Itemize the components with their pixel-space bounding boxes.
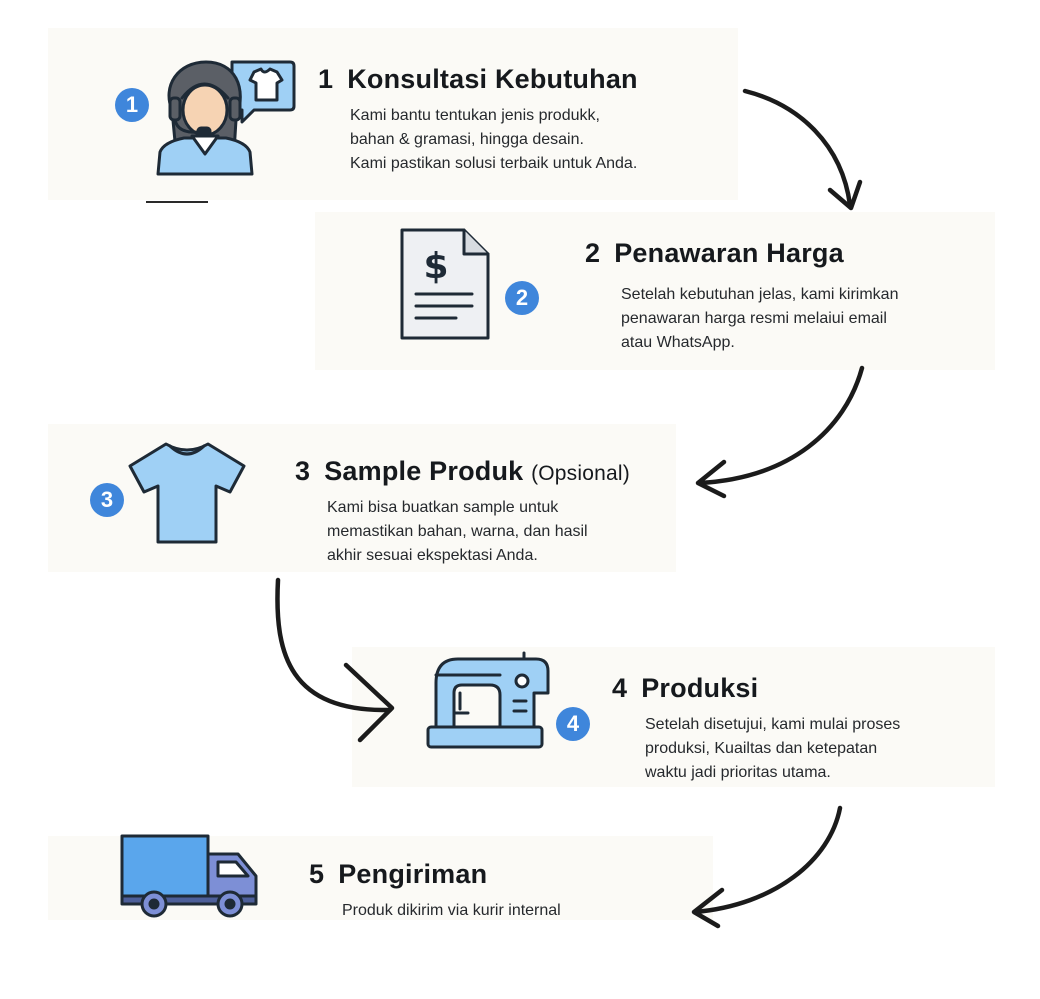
step-3-title: 3 Sample Produk (Opsional)	[295, 456, 630, 487]
step-4-badge: 4	[556, 707, 590, 741]
step-1-description-line-2: bahan & gramasi, hingga desain.	[350, 131, 584, 148]
step-3-title-note: (Opsional)	[531, 462, 630, 485]
divider	[146, 201, 208, 203]
step-2-description-line-2: penawaran harga resmi melaiui email	[621, 310, 887, 327]
svg-text:$: $	[423, 246, 448, 287]
arrowhead-1-to-2	[827, 179, 863, 211]
step-1-number: 1	[318, 64, 334, 94]
step-3-number: 3	[295, 456, 311, 486]
t-shirt-icon	[126, 438, 248, 551]
step-4-description-line-3: waktu jadi prioritas utama.	[645, 764, 831, 781]
step-4-title-text: Produksi	[641, 673, 759, 703]
step-4-description-line-1: Setelah disetujui, kami mulai proses	[645, 716, 901, 733]
arrowhead-2-to-3	[695, 459, 727, 499]
step-2-description-line-3: atau WhatsApp.	[621, 334, 735, 351]
arrow-2-to-3	[697, 365, 865, 486]
step-1-description-line-3: Kami pastikan solusi terbaik untuk Anda.	[350, 155, 638, 172]
sewing-machine-icon	[426, 649, 552, 756]
step-2-number: 2	[585, 238, 601, 268]
step-1-title: 1 Konsultasi Kebutuhan	[318, 64, 638, 95]
arrow-3-to-4	[275, 577, 393, 713]
step-5-description-line-1: Produk dikirim via kurir internal	[342, 902, 561, 919]
step-2-description: Setelah kebutuhan jelas, kami kirimkan p…	[621, 283, 898, 355]
step-3-description-line-1: Kami bisa buatkan sample untuk	[327, 499, 559, 516]
step-3-description: Kami bisa buatkan sample untuk memastika…	[327, 496, 588, 568]
step-1-description: Kami bantu tentukan jenis produkk, bahan…	[350, 104, 637, 176]
step-2-description-line-1: Setelah kebutuhan jelas, kami kirimkan	[621, 286, 899, 303]
step-3-description-line-3: akhir sesuai ekspektasi Anda.	[327, 547, 538, 564]
delivery-truck-icon	[118, 834, 262, 925]
step-4-number: 4	[612, 673, 628, 703]
step-5-title: 5 Pengiriman	[309, 859, 487, 890]
step-5-description: Produk dikirim via kurir internal	[342, 899, 561, 923]
step-2-badge: 2	[505, 281, 539, 315]
step-4-description-line-2: produksi, Kuailtas dan ketepatan	[645, 740, 878, 757]
step-5-title-text: Pengiriman	[338, 859, 488, 889]
step-4-title: 4 Produksi	[612, 673, 758, 704]
step-4-description: Setelah disetujui, kami mulai proses pro…	[645, 713, 900, 785]
step-1-description-line-1: Kami bantu tentukan jenis produkk,	[350, 107, 600, 124]
step-2-title-text: Penawaran Harga	[614, 238, 844, 268]
step-3-badge: 3	[90, 483, 124, 517]
arrow-4-to-5	[692, 805, 843, 915]
step-3-title-text: Sample Produk	[324, 456, 524, 486]
arrowhead-4-to-5	[691, 887, 725, 929]
step-3-description-line-2: memastikan bahan, warna, dan hasil	[327, 523, 588, 540]
arrow-1-to-2	[742, 88, 853, 208]
price-document-icon: $	[398, 226, 494, 349]
step-1-title-text: Konsultasi Kebutuhan	[347, 64, 638, 94]
step-1-badge: 1	[115, 88, 149, 122]
arrowhead-3-to-4	[343, 662, 395, 743]
step-3-panel	[48, 424, 676, 572]
step-2-title: 2 Penawaran Harga	[585, 238, 844, 269]
customer-service-agent-icon	[150, 56, 298, 181]
step-5-number: 5	[309, 859, 325, 889]
